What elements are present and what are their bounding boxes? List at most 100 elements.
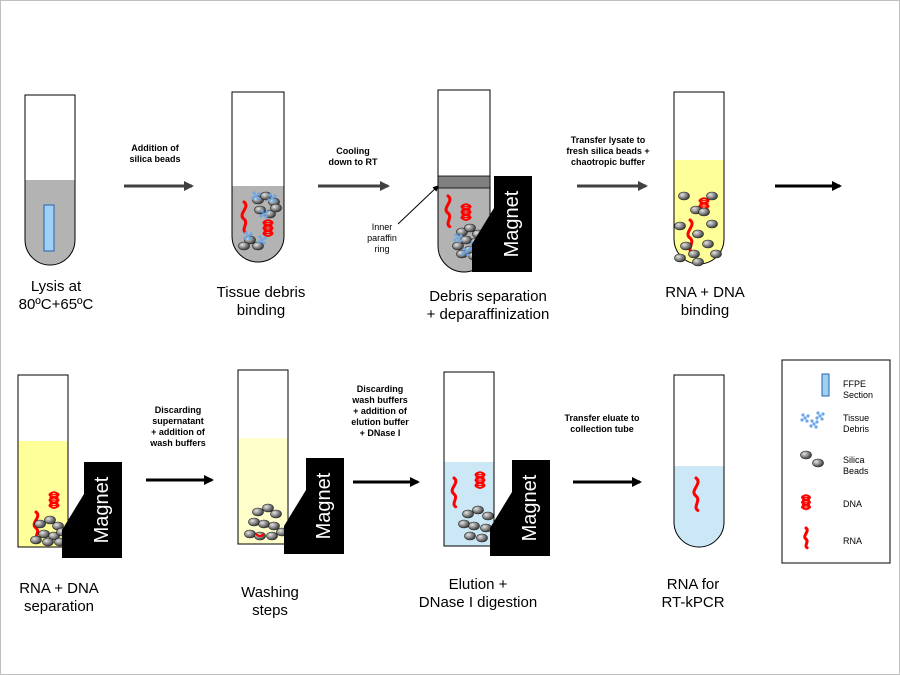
tube-elution	[443, 371, 495, 547]
silica-beads-icon	[800, 450, 824, 468]
silica-bead	[692, 257, 704, 267]
rna-strand	[450, 476, 458, 509]
step-label-tissue-debris: Tissue debris binding	[216, 284, 306, 319]
rna-strand-fragment	[255, 533, 265, 537]
silica-bead	[270, 509, 282, 519]
silica-bead	[464, 531, 476, 541]
silica-bead	[252, 507, 264, 517]
tissue-debris-particle	[257, 235, 267, 245]
dna-helix	[460, 203, 472, 222]
legend-label-dna: DNA	[843, 499, 863, 509]
dna-helix	[48, 491, 60, 510]
tube-tissue-debris	[231, 91, 285, 263]
silica-bead	[472, 505, 484, 515]
silica-bead	[476, 533, 488, 543]
rna-strand	[692, 476, 700, 512]
silica-bead	[468, 521, 480, 531]
arrow-label-cooling: Cooling down to RT	[328, 146, 378, 167]
silica-bead	[464, 223, 476, 233]
tube-outline	[231, 91, 285, 263]
arrow-label-discard-wash: Discarding wash buffers + addition of el…	[351, 384, 409, 438]
silica-bead	[270, 203, 282, 213]
silica-bead	[482, 511, 494, 521]
step-label-washing: Washing steps	[241, 584, 299, 619]
tube-lysis	[24, 94, 76, 266]
step-label-lysis: Lysis at 80ºC+65ºC	[18, 278, 94, 313]
step-label-rna-rt-kpcr: RNA for RT-kPCR	[661, 576, 725, 611]
silica-bead	[458, 519, 470, 529]
silica-bead	[674, 221, 686, 231]
silica-bead	[258, 519, 270, 529]
silica-bead	[692, 229, 704, 239]
tube-rna-final	[673, 374, 725, 548]
silica-bead	[462, 509, 474, 519]
tissue-debris-particle	[461, 247, 471, 257]
tube-liquid	[674, 466, 724, 547]
silica-bead	[678, 191, 690, 201]
tube-rna-dna-binding	[673, 91, 725, 267]
magnet-label: Magnet	[501, 190, 523, 257]
legend-label-beads: Silica Beads	[843, 455, 869, 476]
silica-bead	[268, 521, 280, 531]
magnet-block: Magnet	[62, 462, 122, 558]
tissue-debris-particle	[809, 419, 819, 429]
tissue-debris-particle	[259, 209, 269, 219]
legend-label-rna: RNA	[843, 536, 863, 546]
silica-bead	[238, 241, 250, 251]
magnet-block: Magnet	[472, 176, 532, 272]
rna-strand	[444, 194, 452, 229]
legend-label-debris: Tissue Debris	[843, 413, 870, 434]
silica-bead	[680, 241, 692, 251]
dna-icon	[800, 494, 812, 511]
silica-bead	[698, 207, 710, 217]
tube-rna-dna-separation	[17, 374, 69, 548]
rna-icon	[803, 526, 809, 550]
step-label-elution: Elution + DNase I digestion	[418, 576, 538, 611]
magnet-label: Magnet	[313, 472, 335, 539]
arrow-label-transfer-lysate: Transfer lysate to fresh silica beads + …	[566, 135, 650, 167]
inner-paraffin-ring	[437, 175, 491, 189]
rna-strand	[803, 526, 809, 550]
silica-bead	[244, 529, 256, 539]
silica-bead	[706, 219, 718, 229]
dna-helix	[800, 494, 812, 511]
tissue-debris-icon	[800, 411, 825, 429]
legend-box	[781, 359, 891, 564]
ring-pointer-arrow	[397, 185, 439, 225]
tube-outline	[237, 369, 289, 545]
tissue-debris-particle	[800, 413, 810, 423]
rna-strand	[240, 200, 248, 235]
silica-bead	[710, 249, 722, 259]
step-label-debris-separation: Debris separation + deparaffinization	[426, 288, 550, 323]
silica-bead	[800, 450, 812, 460]
legend-label-ffpe: FFPE Section	[843, 379, 874, 400]
tissue-debris-particle	[815, 411, 825, 421]
step-label-separation: RNA + DNA separation	[19, 580, 99, 615]
step-label-binding: RNA + DNA binding	[665, 284, 745, 319]
silica-bead	[44, 515, 56, 525]
silica-bead	[30, 535, 42, 545]
tissue-debris-particle	[243, 231, 253, 241]
silica-bead	[248, 517, 260, 527]
arrow-label-add-silica: Addition of silica beads	[129, 143, 181, 164]
silica-bead	[452, 241, 464, 251]
silica-bead	[812, 458, 824, 468]
legend	[781, 359, 891, 564]
silica-bead	[702, 239, 714, 249]
magnet-label: Magnet	[91, 476, 113, 543]
silica-bead	[34, 519, 46, 529]
silica-bead	[674, 253, 686, 263]
silica-bead	[266, 531, 278, 541]
ffpe-section-in-tube	[43, 204, 55, 252]
ffpe-section-icon	[821, 373, 830, 397]
silica-bead	[42, 537, 54, 547]
dna-helix	[262, 219, 274, 238]
silica-bead	[262, 503, 274, 513]
arrow-label-discard-supernatant: Discarding supernatant + addition of was…	[150, 405, 206, 448]
tube-outline	[24, 94, 76, 266]
magnet-label: Magnet	[519, 474, 541, 541]
tube-outline	[673, 374, 725, 548]
tissue-debris-particle	[251, 191, 261, 201]
magnet-block: Magnet	[284, 458, 344, 554]
